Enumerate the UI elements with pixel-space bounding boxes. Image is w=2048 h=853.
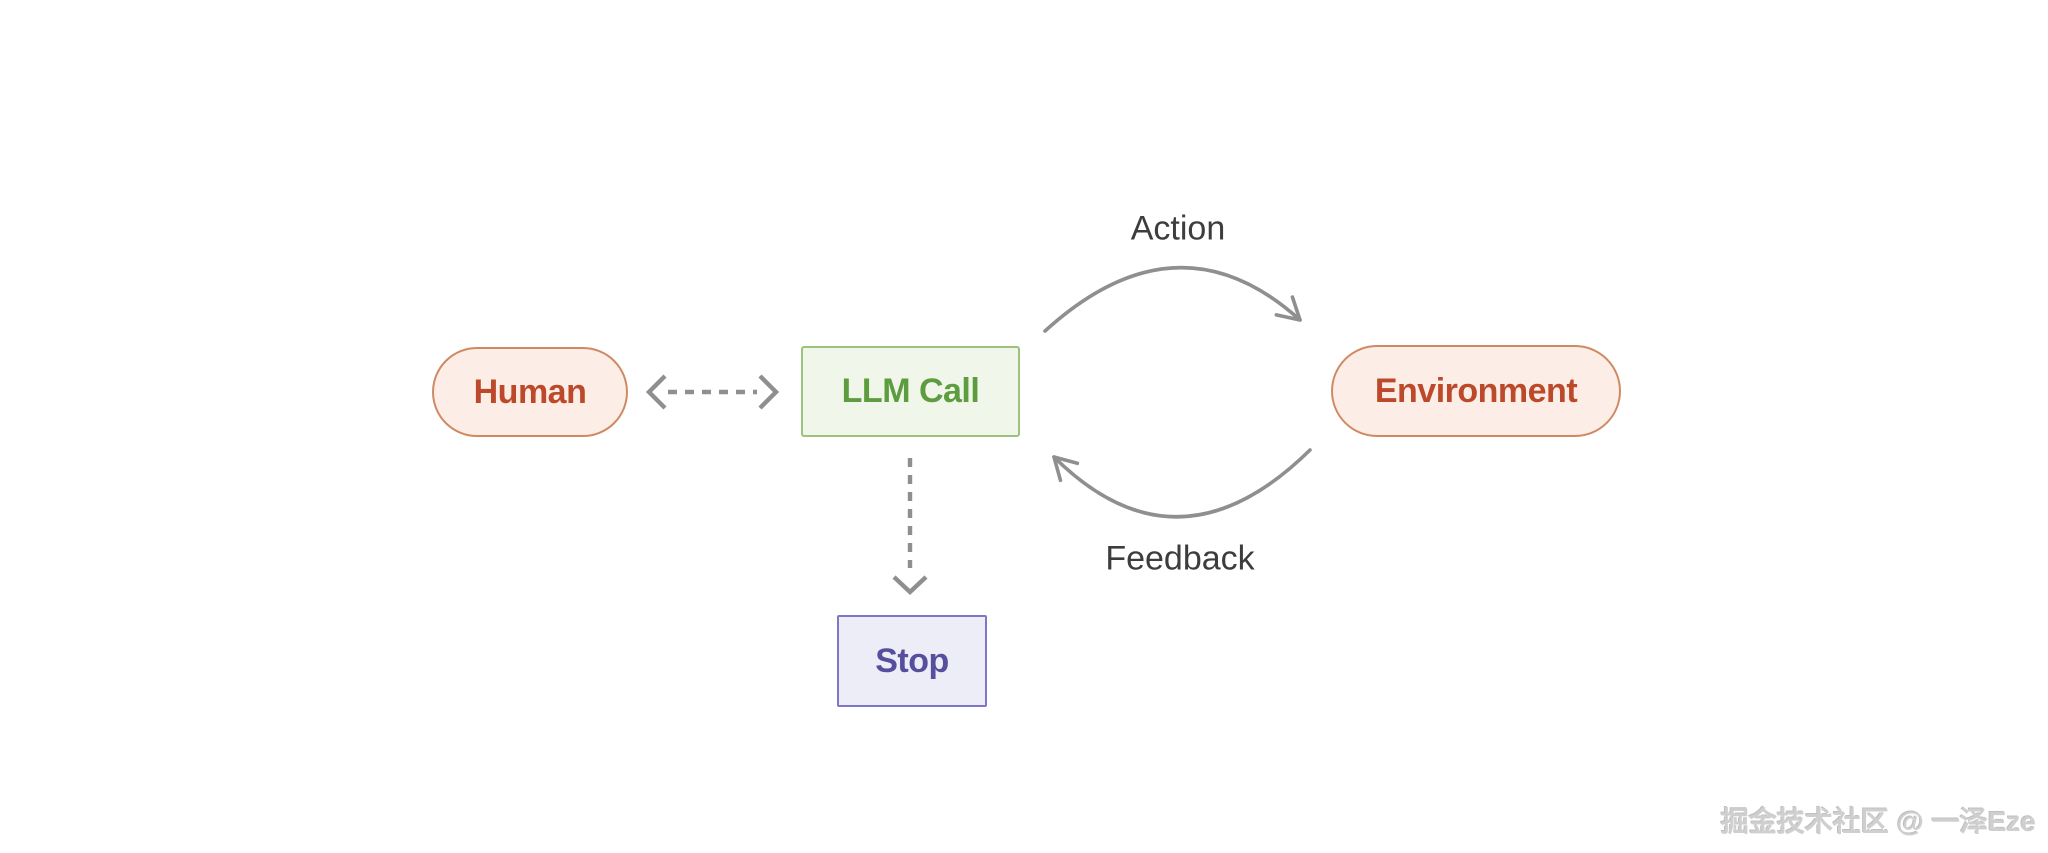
node-stop-label: Stop [875,641,949,680]
node-stop: Stop [837,615,987,707]
node-environment: Environment [1331,345,1621,437]
node-llm-call: LLM Call [801,346,1020,437]
down-chevron-arrowhead-icon [892,575,928,596]
action-edge-label: Action [1130,209,1226,248]
action-arrow [1043,265,1302,333]
node-human: Human [432,347,628,437]
node-environment-label: Environment [1374,371,1578,410]
llm-stop-dashed-arrow [892,458,928,596]
feedback-edge-label: Feedback [1105,539,1255,578]
left-chevron-arrowhead-icon [645,374,667,410]
watermark-text: 掘金技术社区 @ 一泽Eze [1720,806,2036,837]
right-chevron-arrowhead-icon [758,374,780,410]
feedback-arrow [1052,448,1312,519]
node-human-label: Human [473,372,587,411]
node-llm-call-label: LLM Call [841,372,980,410]
human-llm-dashed-arrow [645,374,780,410]
